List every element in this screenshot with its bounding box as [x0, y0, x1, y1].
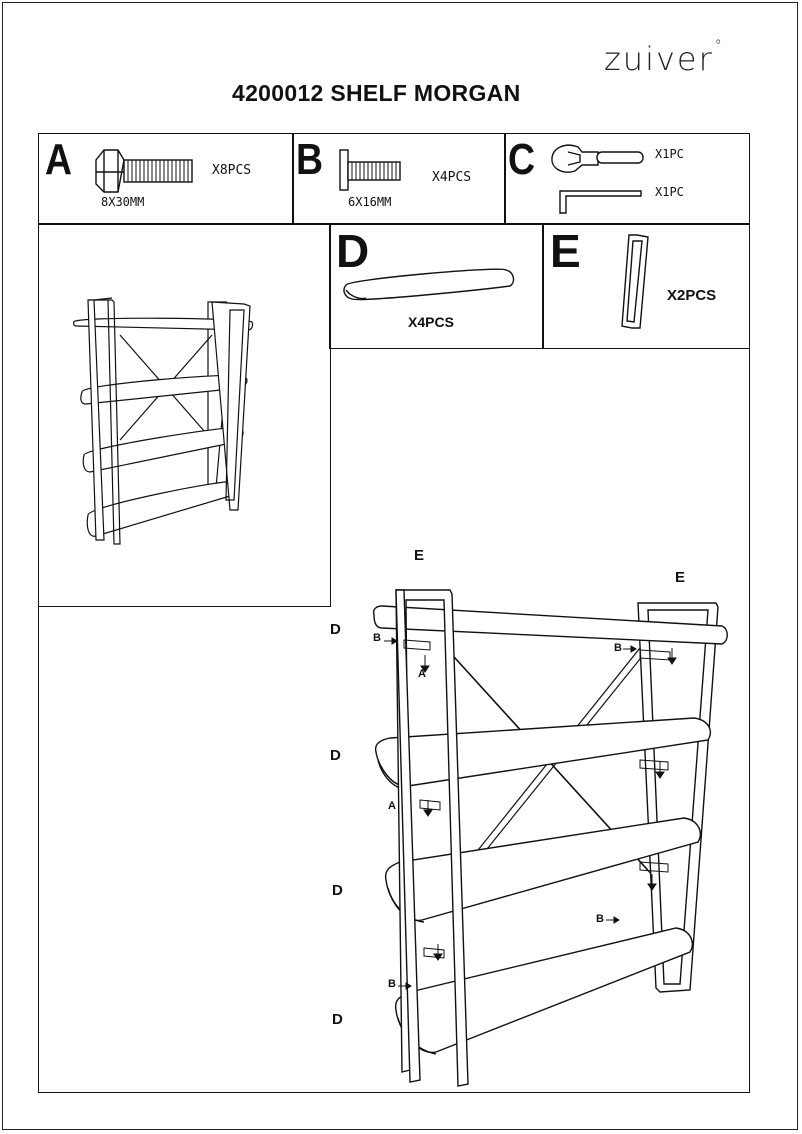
part-c-box [504, 133, 750, 225]
wrench-icon [551, 144, 644, 173]
frame-label-right: E [675, 569, 686, 586]
brand-mark: ° [714, 38, 724, 54]
side-frame-icon [621, 234, 649, 329]
shelf-label-3: D [332, 882, 343, 899]
part-b-letter: B [296, 135, 324, 184]
shelf-label-4: D [332, 1011, 343, 1028]
part-e-letter: E [550, 225, 581, 277]
frame-label-left: E [414, 547, 425, 564]
part-e-quantity: X2PCS [667, 287, 717, 304]
part-c-letter: C [508, 135, 536, 184]
assembly-illustration [372, 589, 728, 1087]
shelf-label-1: D [330, 621, 341, 638]
part-e-box [542, 223, 750, 349]
part-a-size: 8X30MM [101, 195, 145, 209]
part-b-size: 6X16MM [348, 195, 392, 209]
wrench-quantity: X1PC [655, 147, 684, 161]
screw-b-label-3: B [596, 913, 604, 925]
part-d-quantity: X4PCS [408, 314, 454, 330]
part-a-letter: A [45, 135, 73, 184]
part-a-quantity: X8PCS [212, 163, 252, 178]
flat-head-screw-icon [339, 149, 401, 191]
shelf-board-icon [343, 268, 515, 301]
brand-logo: zuiver° [604, 38, 724, 78]
shelf-label-2: D [330, 747, 341, 764]
allen-key-quantity: X1PC [655, 185, 684, 199]
bolt-a-label-1: A [418, 668, 426, 680]
screw-b-label-2: B [614, 642, 622, 654]
part-d-box [329, 223, 544, 349]
screw-b-label-1: B [373, 632, 381, 644]
part-d-letter: D [336, 225, 370, 277]
part-a-box [38, 133, 294, 225]
hex-bolt-icon [95, 149, 193, 193]
screw-b-label-4: B [388, 978, 396, 990]
part-b-box [292, 133, 506, 225]
bolt-a-label-4: A [388, 800, 396, 812]
page-title: 4200012 SHELF MORGAN [232, 80, 521, 106]
shelf-overview-illustration [73, 297, 254, 545]
allen-key-icon [559, 190, 642, 214]
brand-name: zuiver [604, 40, 714, 78]
assembly-box [38, 347, 750, 1093]
part-b-quantity: X4PCS [432, 170, 472, 185]
